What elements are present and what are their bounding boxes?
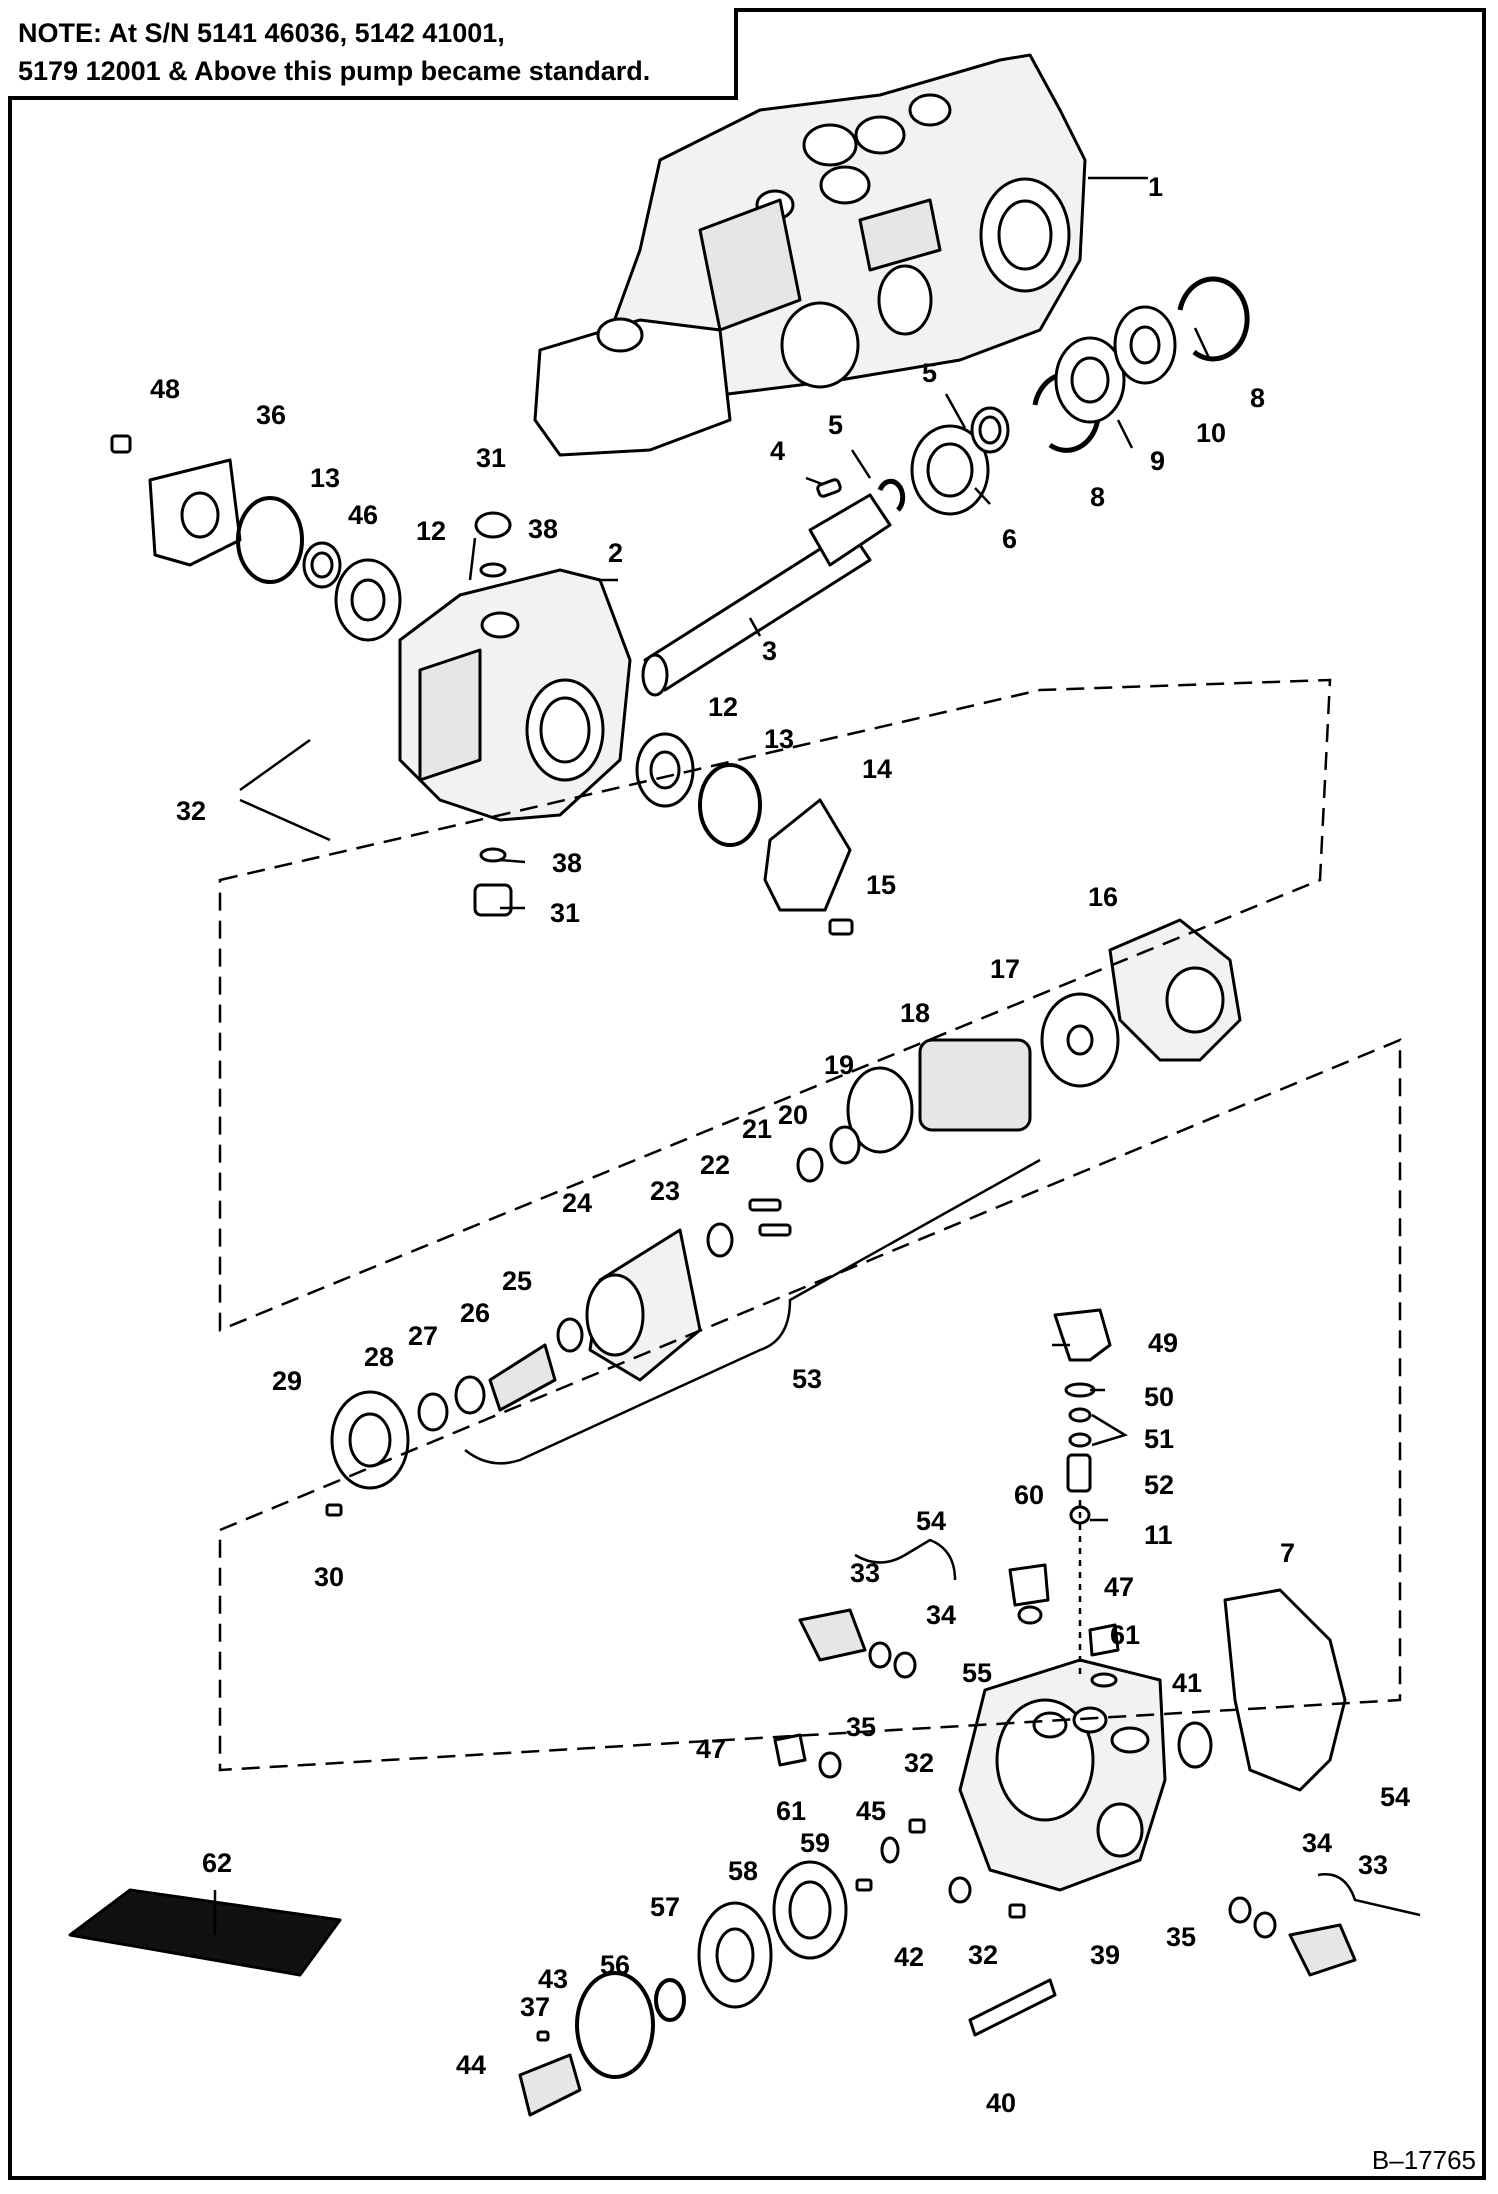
callout-52: 52 [1144,1470,1174,1500]
callout-42: 42 [894,1942,924,1972]
decal-part-62 [68,1888,342,1977]
callout-7: 7 [1280,1538,1295,1568]
callout-41: 41 [1172,1668,1202,1698]
pump-assembly-part-1 [533,53,1087,457]
callout-14: 14 [862,754,892,784]
front-bearing-cover [635,732,854,936]
callout-1: 1 [1148,172,1163,202]
callout-49: 49 [1148,1328,1178,1358]
callout-33b: 33 [1358,1850,1388,1880]
callout-50: 50 [1144,1382,1174,1412]
leader-lines [213,176,1421,1935]
callout-28: 28 [364,1342,394,1372]
callout-2: 2 [608,538,623,568]
callout-8b: 8 [1090,482,1105,512]
callout-39: 39 [1090,1940,1120,1970]
callout-38a: 38 [528,514,558,544]
charge-pump-group [518,1860,848,2117]
callout-35b: 35 [1166,1922,1196,1952]
diagram-frame [8,8,1486,2180]
callout-43: 43 [538,1964,568,1994]
left-bearing-seal-cover [110,434,402,642]
callout-6: 6 [1002,524,1017,554]
callout-17: 17 [990,954,1020,984]
callout-32c: 32 [968,1940,998,1970]
callout-38b: 38 [552,848,582,878]
callout-36: 36 [256,400,286,430]
callout-35a: 35 [846,1712,876,1742]
callout-54a: 54 [916,1506,946,1536]
callout-47a: 47 [696,1734,726,1764]
callout-59: 59 [800,1828,830,1858]
shaft-seals-bearings-upper [816,276,1250,516]
callout-62: 62 [202,1848,232,1878]
gasket-part-7 [1223,1588,1347,1792]
callout-5a: 5 [922,358,937,388]
callout-5b: 5 [828,410,843,440]
callout-46: 46 [348,500,378,530]
callout-37: 37 [520,1992,550,2022]
serial-number-note: NOTE: At S/N 5141 46036, 5142 41001, 517… [8,8,738,100]
callout-18: 18 [900,998,930,1028]
exploded-guide-lines [218,678,1402,1772]
callout-26: 26 [460,1298,490,1328]
drive-shaft-part-3 [641,493,892,697]
callout-19: 19 [824,1050,854,1080]
callout-23: 23 [650,1176,680,1206]
callout-13b: 13 [764,724,794,754]
callout-4: 4 [770,436,785,466]
callout-54b: 54 [1380,1782,1410,1812]
note-line-2: 5179 12001 & Above this pump became stan… [18,56,651,86]
callout-32a: 32 [176,796,206,826]
callout-33a: 33 [850,1558,880,1588]
callout-61b: 61 [1110,1620,1140,1650]
callout-31a: 31 [476,443,506,473]
callout-25: 25 [502,1266,532,1296]
callout-27: 27 [408,1321,438,1351]
relief-valve-stack [1053,1308,1112,1525]
callout-labels: 1 2 3 4 5 5 6 7 8 8 9 10 11 12 12 13 13 … [150,172,1410,2118]
callout-48: 48 [150,374,180,404]
callout-13a: 13 [310,463,340,493]
callout-56: 56 [600,1950,630,1980]
callout-31b: 31 [550,898,580,928]
callout-8a: 8 [1250,383,1265,413]
spring-and-plate-group [325,1317,584,1517]
rotating-group [585,918,1242,1382]
callout-47b: 47 [1104,1572,1134,1602]
callout-58: 58 [728,1856,758,1886]
callout-30: 30 [314,1562,344,1592]
callout-44: 44 [456,2050,486,2080]
callout-53: 53 [792,1364,822,1394]
callout-60: 60 [1014,1480,1044,1510]
callout-34a: 34 [926,1600,956,1630]
note-line-1: NOTE: At S/N 5141 46036, 5142 41001, [18,18,505,48]
callout-55: 55 [962,1658,992,1688]
callout-9: 9 [1150,446,1165,476]
callout-20: 20 [778,1100,808,1130]
callout-34b: 34 [1302,1828,1332,1858]
callout-51: 51 [1144,1424,1174,1454]
callout-12a: 12 [416,516,446,546]
callout-15: 15 [866,870,896,900]
drawing-code: B–17765 [1371,2145,1476,2175]
callout-10: 10 [1196,418,1226,448]
callout-32b: 32 [904,1748,934,1778]
callout-12b: 12 [708,692,738,722]
callout-22: 22 [700,1150,730,1180]
callout-24: 24 [562,1188,592,1218]
callout-29: 29 [272,1366,302,1396]
callout-57: 57 [650,1892,680,1922]
callout-16: 16 [1088,882,1118,912]
callout-11: 11 [1144,1520,1173,1550]
pump-housing-part-2 [398,568,632,822]
callout-40: 40 [986,2088,1016,2118]
callout-3: 3 [762,636,777,666]
callout-61a: 61 [776,1796,806,1826]
callout-21: 21 [742,1114,772,1144]
callout-45: 45 [856,1796,886,1826]
